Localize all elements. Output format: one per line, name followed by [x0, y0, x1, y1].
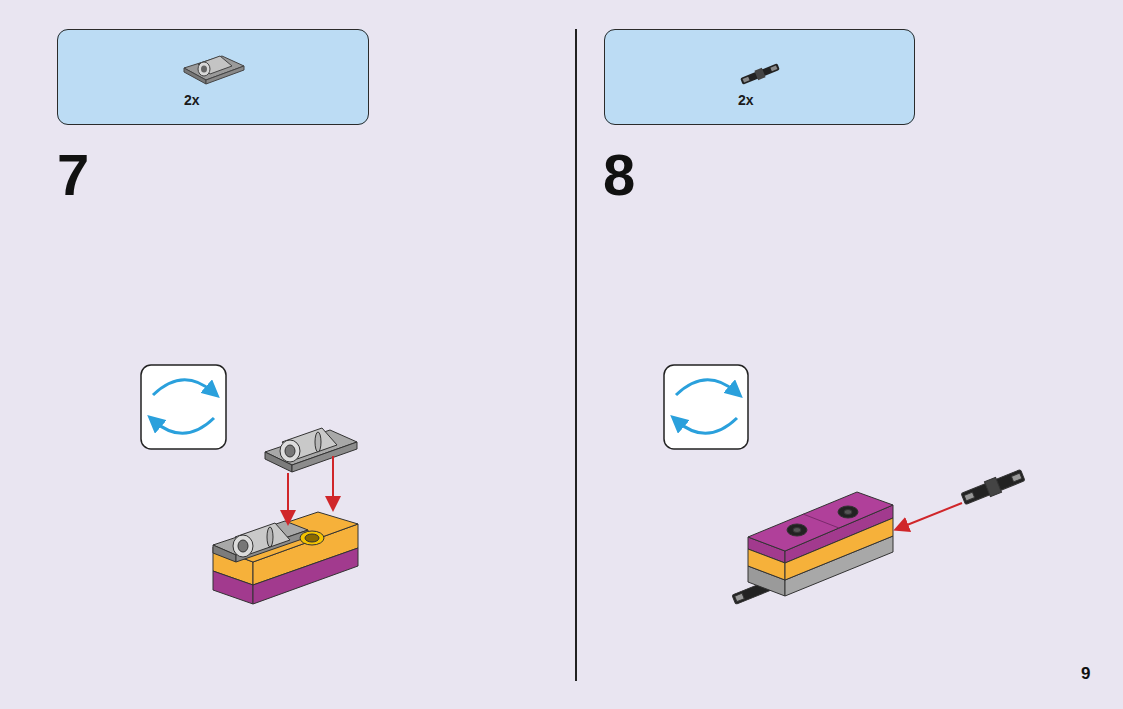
divider [575, 29, 577, 681]
page-number: 9 [1081, 665, 1090, 682]
part-icon [740, 62, 781, 86]
step7-model [213, 428, 358, 604]
move-arrow [897, 503, 962, 529]
move-arrow [287, 473, 289, 522]
step-number: 7 [57, 146, 89, 204]
callout-fill [57, 29, 369, 125]
part-icon [184, 56, 244, 84]
rotate-icon [664, 365, 748, 449]
part-count: 2x [184, 92, 200, 108]
parts-callout: 2x [604, 29, 915, 125]
part-count: 2x [738, 92, 754, 108]
step8-model [732, 468, 1026, 605]
parts-callout: 2x [57, 29, 369, 125]
callout-fill [604, 29, 915, 125]
rotate-icon [141, 365, 226, 449]
move-arrow [332, 456, 334, 508]
step-number: 8 [603, 146, 635, 204]
